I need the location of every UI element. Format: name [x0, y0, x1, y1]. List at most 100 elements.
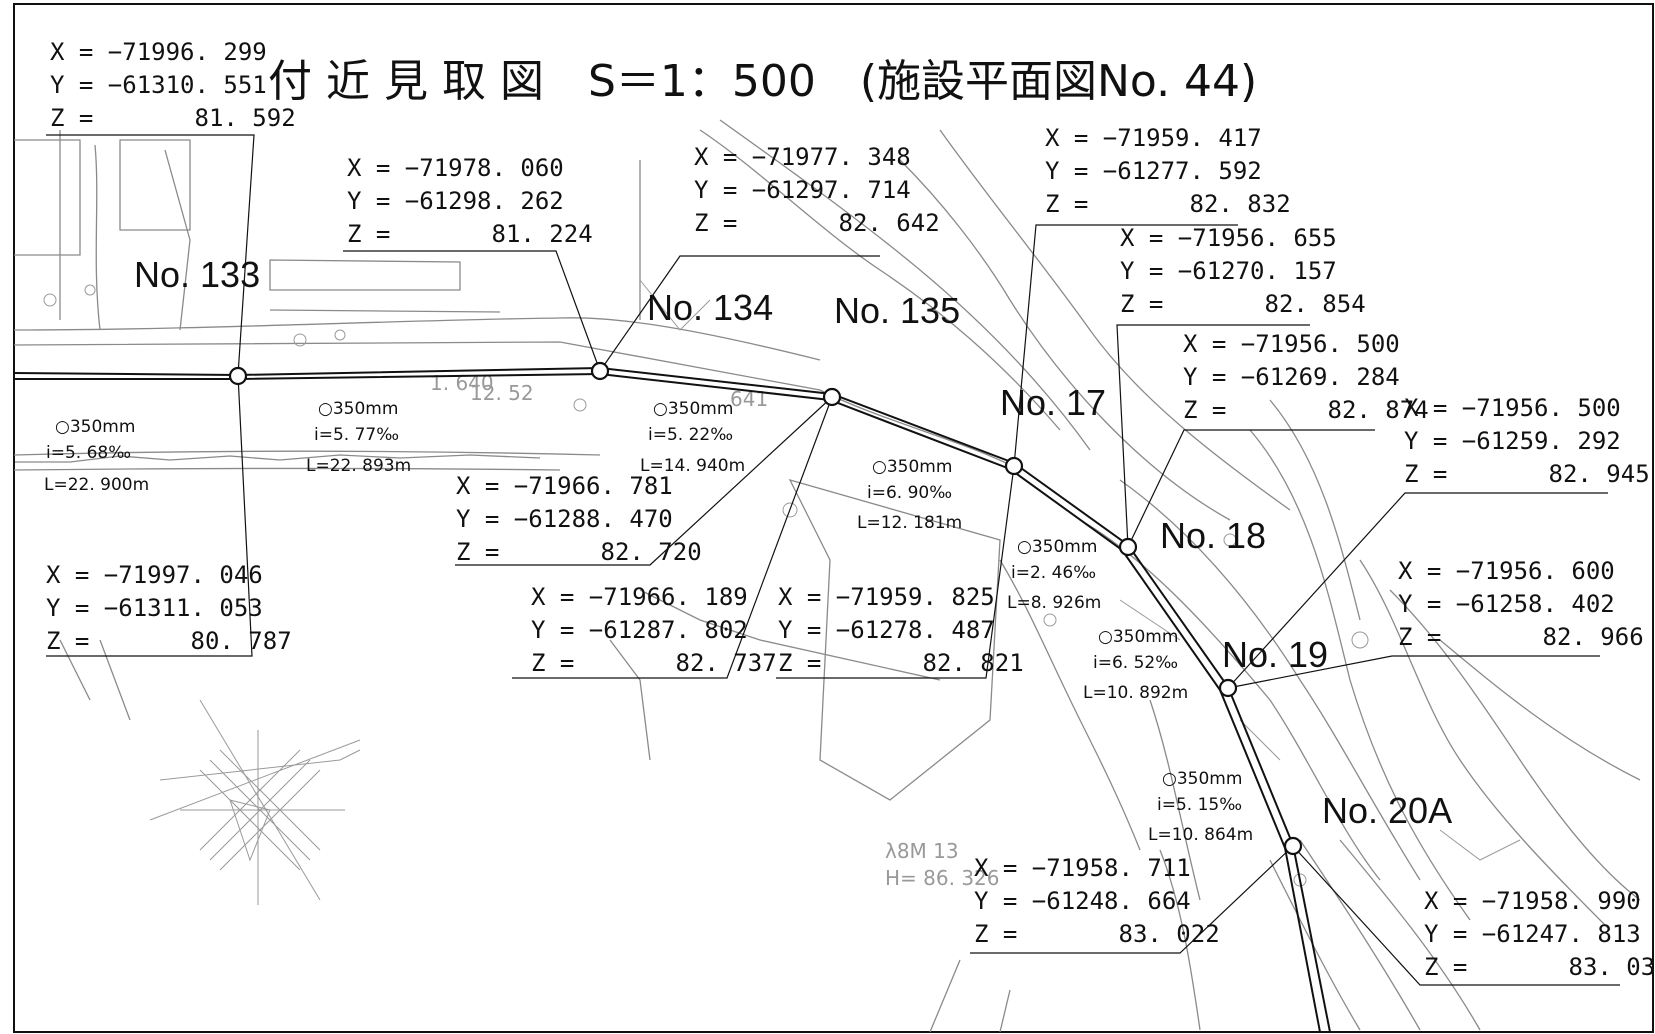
coord-z: Z = 82. 737	[531, 649, 777, 677]
coord-block-no20a-lower: X = −71958. 990 Y = −61247. 813 Z = 83. …	[1424, 887, 1655, 981]
coord-z: Z = 82. 854	[1120, 290, 1366, 318]
coord-z: Z = 80. 787	[46, 627, 292, 655]
manhole-no20a[interactable]	[1283, 836, 1303, 856]
manhole-label: No. 135	[834, 290, 960, 331]
coord-x: X = −71997. 046	[46, 561, 263, 589]
manhole-no134[interactable]	[590, 361, 610, 381]
manhole-no18[interactable]	[1118, 537, 1138, 557]
coord-z: Z = 81. 592	[50, 104, 296, 132]
coord-block-no19-lower: X = −71956. 600 Y = −61258. 402 Z = 82. …	[1398, 557, 1644, 651]
pipe-length: L=8. 926m	[1007, 593, 1101, 613]
pipe-length: L=22. 900m	[44, 475, 149, 495]
coord-block-no135-lower: X = −71966. 189 Y = −61287. 802 Z = 82. …	[531, 583, 777, 677]
manhole-no19[interactable]	[1218, 678, 1238, 698]
pipe-diameter: ○350mm	[1098, 627, 1178, 647]
coord-z: Z = 82. 832	[1045, 190, 1291, 218]
coord-y: Y = −61258. 402	[1398, 590, 1615, 618]
coord-y: Y = −61248. 664	[974, 887, 1191, 915]
coord-x: X = −71977. 348	[694, 143, 911, 171]
pipe-diameter: ○350mm	[1017, 537, 1097, 557]
pipe-length: L=22. 893m	[306, 456, 411, 476]
coord-y: Y = −61298. 262	[347, 187, 564, 215]
coord-y: Y = −61247. 813	[1424, 920, 1641, 948]
manhole-no133[interactable]	[228, 366, 248, 386]
bg-label: H= 86. 326	[885, 866, 1000, 890]
pipe-diameter: ○350mm	[1162, 769, 1242, 789]
coord-z: Z = 83. 039	[1424, 953, 1655, 981]
pipe-slope: i=5. 15‰	[1157, 795, 1242, 815]
coord-z: Z = 82. 874	[1183, 396, 1429, 424]
manhole-label: No. 133	[134, 254, 260, 295]
pipe-spec-2: ○350mm i=5. 77‰ L=22. 893m	[306, 399, 411, 476]
pipe-diameter: ○350mm	[318, 399, 398, 419]
coord-z: Z = 82. 642	[694, 209, 940, 237]
coord-block-no133-lower: X = −71997. 046 Y = −61311. 053 Z = 80. …	[46, 561, 292, 655]
manhole-label: No. 17	[1000, 382, 1106, 423]
coord-y: Y = −61297. 714	[694, 176, 911, 204]
coord-y: Y = −61311. 053	[46, 594, 263, 622]
coord-x: X = −71966. 189	[531, 583, 748, 611]
pipe-slope: i=5. 22‰	[648, 425, 733, 445]
coord-x: X = −71958. 990	[1424, 887, 1641, 915]
background-topography: 12. 52 1. 640 641 H= 86. 326 λ8M 13	[13, 119, 1641, 1033]
pipe-slope: i=6. 52‰	[1093, 653, 1178, 673]
coord-y: Y = −61259. 292	[1404, 427, 1621, 455]
coord-block-no19-upper: X = −71956. 500 Y = −61259. 292 Z = 82. …	[1404, 394, 1650, 488]
manhole-no135[interactable]	[822, 387, 842, 407]
coord-z: Z = 82. 821	[778, 649, 1024, 677]
coord-z: Z = 82. 720	[456, 538, 702, 566]
coord-y: Y = −61269. 284	[1183, 363, 1400, 391]
pipe-slope: i=2. 46‰	[1011, 563, 1096, 583]
pipe-spec-7: ○350mm i=5. 15‰ L=10. 864m	[1148, 769, 1253, 845]
coord-z: Z = 81. 224	[347, 220, 593, 248]
coord-x: X = −71959. 825	[778, 583, 995, 611]
coord-z: Z = 83. 022	[974, 920, 1220, 948]
manhole-no17[interactable]	[1004, 456, 1024, 476]
coord-x: X = −71956. 500	[1183, 330, 1400, 358]
map-title: 付 近 見 取 図 S＝1：500 (施設平面図No. 44)	[268, 56, 1257, 107]
coord-block-no17-lower: X = −71959. 825 Y = −61278. 487 Z = 82. …	[778, 583, 1024, 677]
pipe-length: L=14. 940m	[640, 456, 745, 476]
pipe-diameter: ○350mm	[872, 457, 952, 477]
bg-label: 1. 640	[430, 371, 494, 395]
coord-x: X = −71956. 655	[1120, 224, 1337, 252]
coord-z: Z = 82. 966	[1398, 623, 1644, 651]
coord-y: Y = −61270. 157	[1120, 257, 1337, 285]
coord-y: Y = −61277. 592	[1045, 157, 1262, 185]
manhole-label: No. 18	[1160, 515, 1266, 556]
coord-x: X = −71958. 711	[974, 854, 1191, 882]
pipe-slope: i=6. 90‰	[867, 483, 952, 503]
coord-block-no18-upper: X = −71956. 655 Y = −61270. 157 Z = 82. …	[1120, 224, 1366, 318]
bg-label: λ8M 13	[885, 839, 959, 863]
pipe-spec-4: ○350mm i=6. 90‰ L=12. 181m	[857, 457, 962, 533]
coord-x: X = −71996. 299	[50, 38, 267, 66]
map-frame	[13, 3, 1654, 1033]
coord-block-no134-upper: X = −71978. 060 Y = −61298. 262 Z = 81. …	[347, 154, 593, 248]
coord-y: Y = −61288. 470	[456, 505, 673, 533]
pipe-diameter: ○350mm	[653, 399, 733, 419]
bg-label: 12. 52	[470, 381, 534, 405]
coord-block-no18-lower: X = −71956. 500 Y = −61269. 284 Z = 82. …	[1183, 330, 1429, 424]
coord-x: X = −71978. 060	[347, 154, 564, 182]
manhole-label: No. 134	[647, 287, 773, 328]
pipe-slope: i=5. 77‰	[314, 425, 399, 445]
coord-block-no17-upper: X = −71959. 417 Y = −61277. 592 Z = 82. …	[1045, 124, 1291, 218]
coord-block-no133-upper: X = −71996. 299 Y = −61310. 551 Z = 81. …	[50, 38, 296, 132]
manhole-label: No. 20A	[1322, 790, 1452, 831]
pipe-length: L=10. 892m	[1083, 683, 1188, 703]
coord-y: Y = −61287. 802	[531, 616, 748, 644]
coord-block-no20a-upper: X = −71958. 711 Y = −61248. 664 Z = 83. …	[974, 854, 1220, 948]
coord-x: X = −71956. 500	[1404, 394, 1621, 422]
coord-y: Y = −61310. 551	[50, 71, 267, 99]
north-arrow-icon	[180, 730, 345, 905]
pipe-length: L=12. 181m	[857, 513, 962, 533]
coord-x: X = −71959. 417	[1045, 124, 1262, 152]
coord-z: Z = 82. 945	[1404, 460, 1650, 488]
pipe-spec-5: ○350mm i=2. 46‰ L=8. 926m	[1007, 537, 1101, 613]
coord-block-no135-upper: X = −71977. 348 Y = −61297. 714 Z = 82. …	[694, 143, 940, 237]
manhole-label: No. 19	[1222, 634, 1328, 675]
pipe-spec-3: ○350mm i=5. 22‰ L=14. 940m	[640, 399, 745, 476]
pipe-length: L=10. 864m	[1148, 825, 1253, 845]
coord-block-no134-lower: X = −71966. 781 Y = −61288. 470 Z = 82. …	[456, 472, 702, 566]
